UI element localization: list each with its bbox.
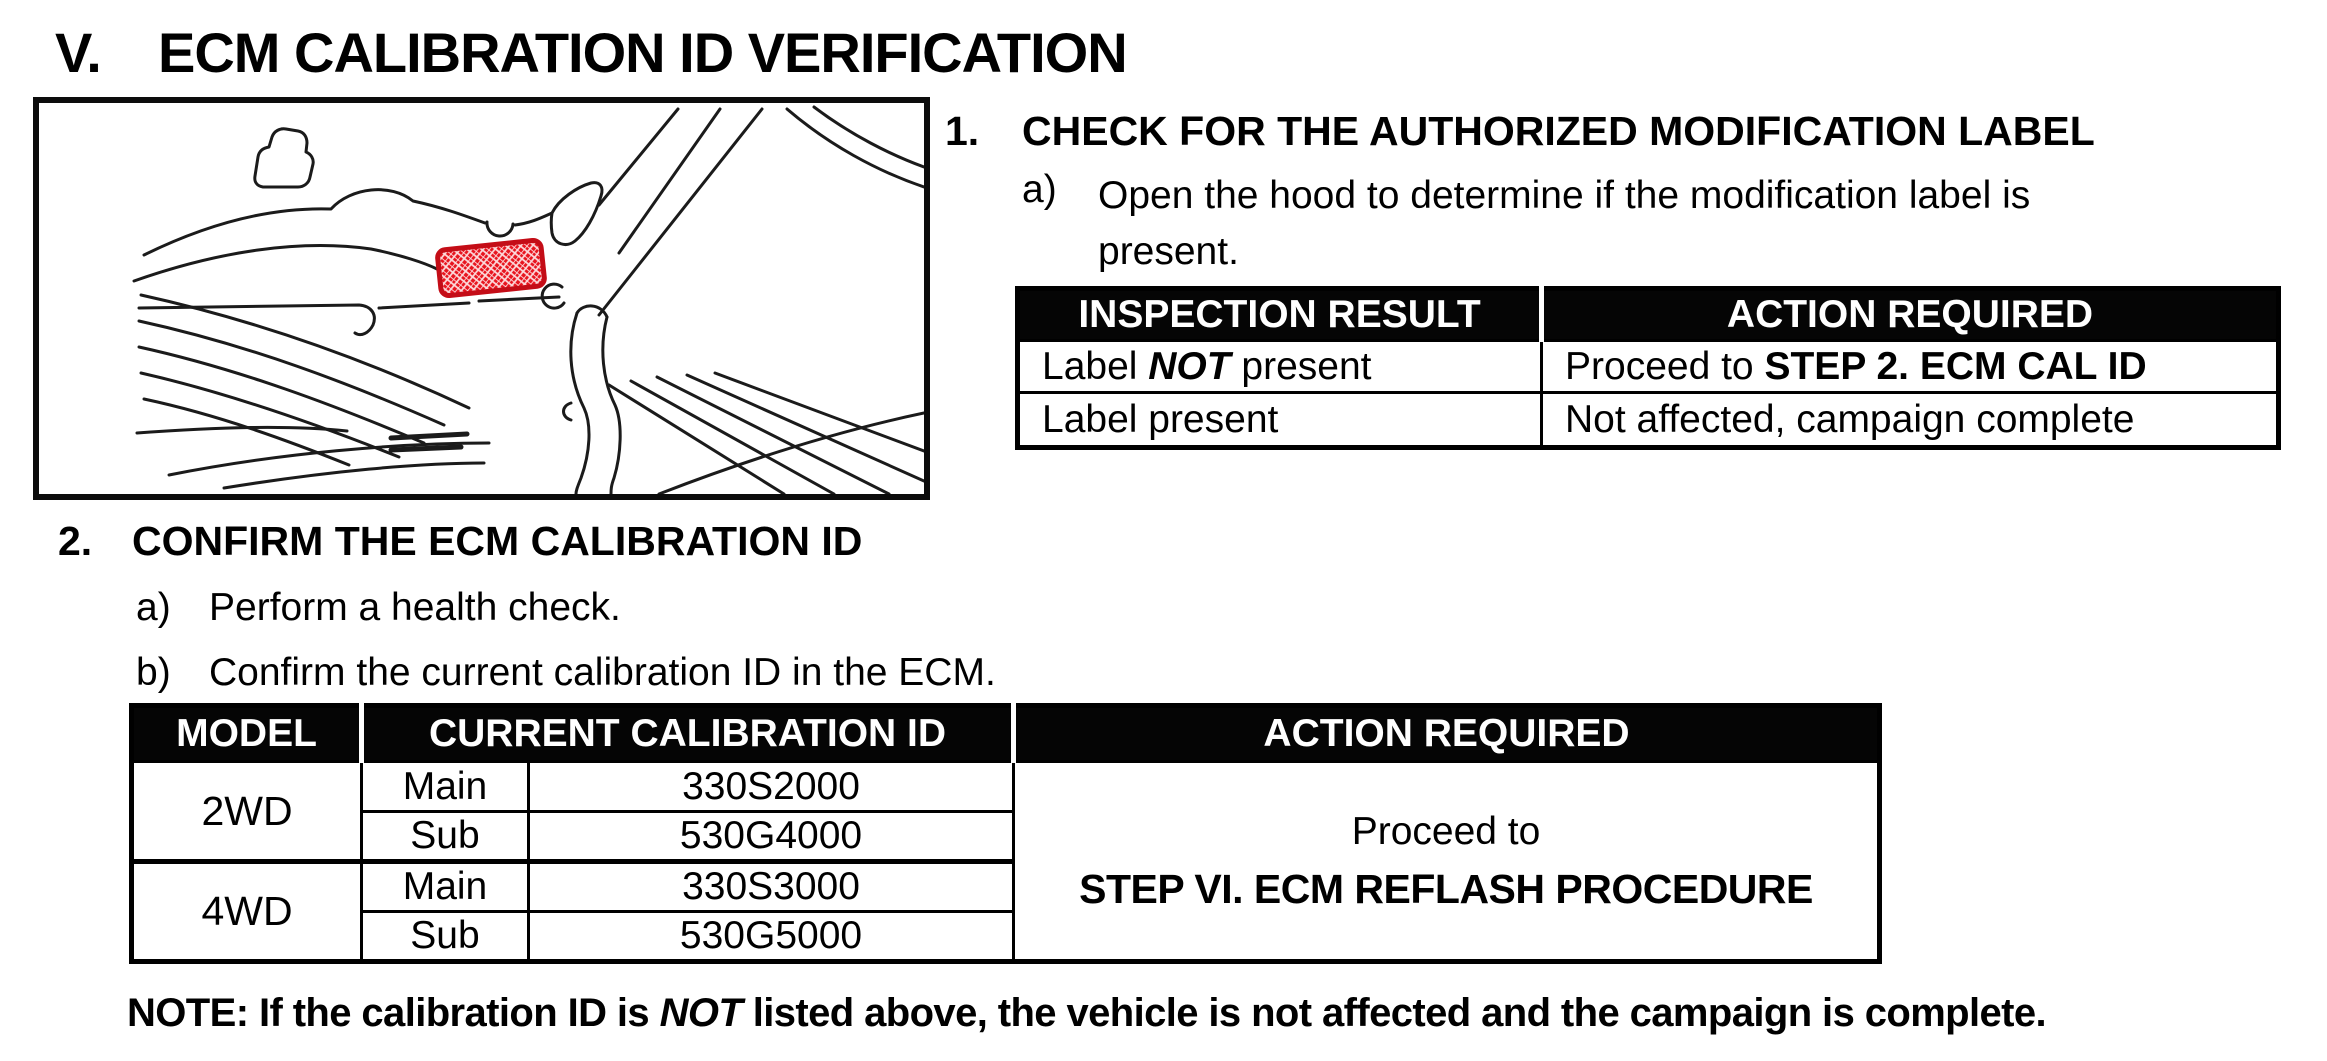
table-row-2wd-main: 2WD Main 330S2000 Proceed to STEP VI. EC…	[130, 760, 1882, 963]
cal-id-cell: 330S3000	[526, 859, 1016, 913]
inspection-table-header-row: INSPECTION RESULT ACTION REQUIRED	[1017, 288, 2279, 341]
note-text: NOTE: If the calibration ID is NOT liste…	[127, 991, 2047, 1035]
inspection-result-header: INSPECTION RESULT	[1017, 288, 1542, 341]
calibration-id-header: CURRENT CALIBRATION ID	[358, 705, 1014, 762]
item-a-marker: a)	[1022, 168, 1057, 211]
action-required-header: ACTION REQUIRED	[1539, 288, 2279, 341]
modification-label-highlight	[435, 237, 547, 299]
hood-edge-upper	[142, 188, 487, 257]
step-1-heading-text: CHECK FOR THE AUTHORIZED MODIFICATION LA…	[1022, 108, 2095, 154]
item-a-line-1: Open the hood to determine if the modifi…	[1098, 174, 2031, 217]
page-title: V. ECM CALIBRATION ID VERIFICATION	[55, 20, 1128, 85]
item-b-marker: b)	[136, 651, 171, 694]
item-a-line-2: present.	[1098, 230, 1239, 273]
inspection-result-cell: Label present	[1016, 391, 1543, 449]
cal-type-cell: Sub	[360, 910, 530, 963]
table-row-4wd-sub: Sub 530G5000	[132, 910, 1880, 963]
calibration-table: MODEL CURRENT CALIBRATION ID ACTION REQU…	[129, 703, 1883, 964]
page-title-text: ECM CALIBRATION ID VERIFICATION	[158, 21, 1128, 84]
action-required-header: ACTION REQUIRED	[1011, 705, 1880, 762]
inspection-result-cell: Label NOT present	[1016, 339, 1543, 394]
step-2-heading-text: CONFIRM THE ECM CALIBRATION ID	[132, 518, 863, 564]
step-2-number: 2.	[58, 518, 93, 564]
item-a-marker: a)	[136, 586, 171, 629]
table-row-2wd-sub: Sub 530G4000	[132, 810, 1880, 863]
step-2-item-a: a) Perform a health check.	[136, 586, 621, 630]
table-row: Label NOT present Proceed to STEP 2. ECM…	[1016, 339, 2280, 394]
cal-type-cell: Main	[360, 760, 530, 813]
step-1-heading: 1. CHECK FOR THE AUTHORIZED MODIFICATION…	[945, 108, 2095, 155]
item-b-text: Confirm the current calibration ID in th…	[209, 651, 996, 694]
table-row-4wd-main: 4WD Main 330S3000	[130, 859, 1880, 963]
step-1-item-a: a) Open the hood to determine if the mod…	[1022, 168, 2030, 280]
action-required-cell: Proceed to STEP VI. ECM REFLASH PROCEDUR…	[1012, 760, 1882, 963]
inspection-table: INSPECTION RESULT ACTION REQUIRED Label …	[1015, 286, 2281, 450]
cal-type-cell: Sub	[360, 810, 530, 863]
cal-id-cell: 530G5000	[526, 910, 1016, 963]
clip-outline	[253, 127, 315, 189]
action-required-cell: Proceed to STEP 2. ECM CAL ID	[1540, 339, 2280, 394]
model-header: MODEL	[131, 705, 362, 762]
cal-id-cell: 330S2000	[526, 760, 1016, 813]
section-number: V.	[55, 21, 102, 84]
cowl-plate	[549, 181, 604, 246]
cal-id-cell: 530G4000	[526, 810, 1016, 863]
engine-bay-line-art	[132, 105, 924, 494]
item-a-text: Perform a health check.	[209, 586, 621, 629]
action-line-2: STEP VI. ECM REFLASH PROCEDURE	[1079, 865, 1813, 912]
hood-edge-lower	[132, 244, 439, 283]
step-1-number: 1.	[945, 108, 980, 154]
action-required-cell: Not affected, campaign complete	[1540, 391, 2280, 449]
engine-compartment-figure	[33, 97, 930, 500]
calibration-table-header-row: MODEL CURRENT CALIBRATION ID ACTION REQU…	[131, 705, 1880, 762]
table-row: Label present Not affected, campaign com…	[1016, 391, 2280, 449]
step-2-heading: 2. CONFIRM THE ECM CALIBRATION ID	[58, 518, 862, 565]
model-cell: 4WD	[130, 859, 363, 963]
cal-type-cell: Main	[360, 859, 530, 913]
model-cell: 2WD	[130, 760, 363, 863]
item-a-text: Open the hood to determine if the modifi…	[1098, 168, 2030, 280]
action-line-1: Proceed to	[1351, 809, 1541, 853]
latch-notch	[485, 220, 515, 238]
step-2-item-b: b) Confirm the current calibration ID in…	[136, 651, 996, 695]
